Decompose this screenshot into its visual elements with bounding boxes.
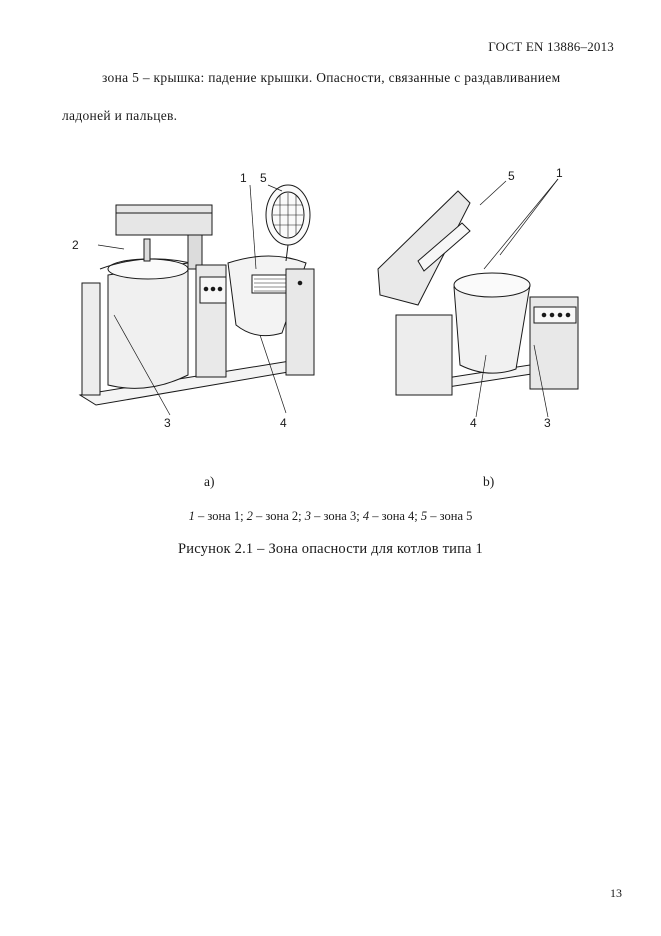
kettle-drawing-b	[377, 190, 579, 396]
callout-b-1: 1	[556, 166, 563, 180]
paragraph-line-2: ладоней и пальцев.	[62, 108, 178, 123]
legend-text-5: – зона 5	[427, 509, 473, 523]
subfigure-label-b: b)	[483, 474, 495, 489]
legend-num-4: 4	[362, 509, 370, 523]
legend-num-3: 3	[304, 509, 311, 523]
legend-num-5: 5	[420, 509, 428, 523]
legend-text-3: – зона 3;	[311, 509, 363, 523]
callout-b-3: 3	[544, 416, 551, 430]
figure-illustration: 1 5 2 3 4 5 1 4 3	[72, 166, 579, 430]
callout-a-4: 4	[280, 416, 287, 430]
callout-a-3: 3	[164, 416, 171, 430]
callout-b-4: 4	[470, 416, 477, 430]
kettle-drawing-a	[78, 184, 315, 406]
figure-caption: Рисунок 2.1 – Зона опасности для котлов …	[178, 541, 483, 557]
callout-a-1: 1	[240, 171, 247, 185]
figure-legend: 1 – зона 1; 2 – зона 2; 3 – зона 3; 4 – …	[0, 509, 661, 524]
callout-b-5: 5	[508, 169, 515, 183]
callout-a-2: 2	[72, 238, 79, 252]
page-number: 13	[610, 886, 622, 900]
document-header: ГОСТ EN 13886–2013	[488, 39, 614, 54]
callout-leaders-a	[97, 184, 287, 416]
legend-num-2: 2	[246, 509, 253, 523]
callout-leaders-b	[475, 178, 559, 418]
subfigure-label-a: a)	[204, 474, 215, 489]
legend-text-4: – зона 4;	[369, 509, 421, 523]
legend-num-1: 1	[188, 509, 195, 523]
legend-text-2: – зона 2;	[252, 509, 305, 523]
callout-a-5: 5	[260, 171, 267, 185]
paragraph-line-1: зона 5 – крышка: падение крышки. Опаснос…	[102, 70, 561, 85]
legend-text-1: – зона 1;	[194, 509, 247, 523]
